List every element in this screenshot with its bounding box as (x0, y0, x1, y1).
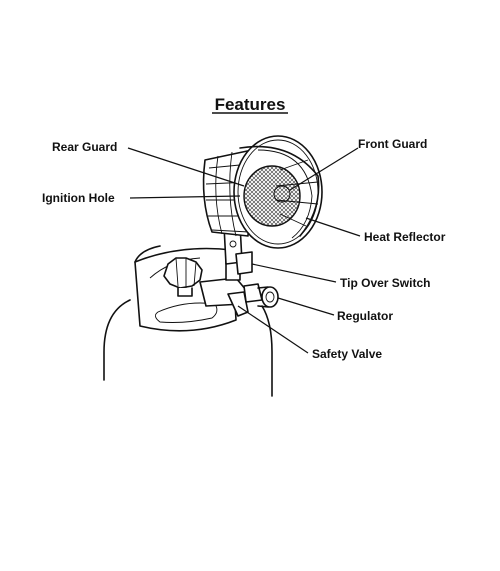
label-heat-reflector: Heat Reflector (364, 230, 446, 244)
valve-knob (163, 257, 203, 297)
label-front-guard: Front Guard (358, 137, 427, 151)
label-tip-over-switch: Tip Over Switch (340, 276, 430, 290)
heater-head (202, 135, 323, 249)
leader-lines (127, 147, 361, 354)
label-safety-valve: Safety Valve (312, 347, 382, 361)
regulator-body (257, 286, 279, 308)
label-regulator: Regulator (337, 309, 393, 323)
label-rear-guard: Rear Guard (52, 140, 117, 154)
diagram-title: Features (215, 95, 286, 114)
label-ignition-hole: Ignition Hole (42, 191, 115, 205)
